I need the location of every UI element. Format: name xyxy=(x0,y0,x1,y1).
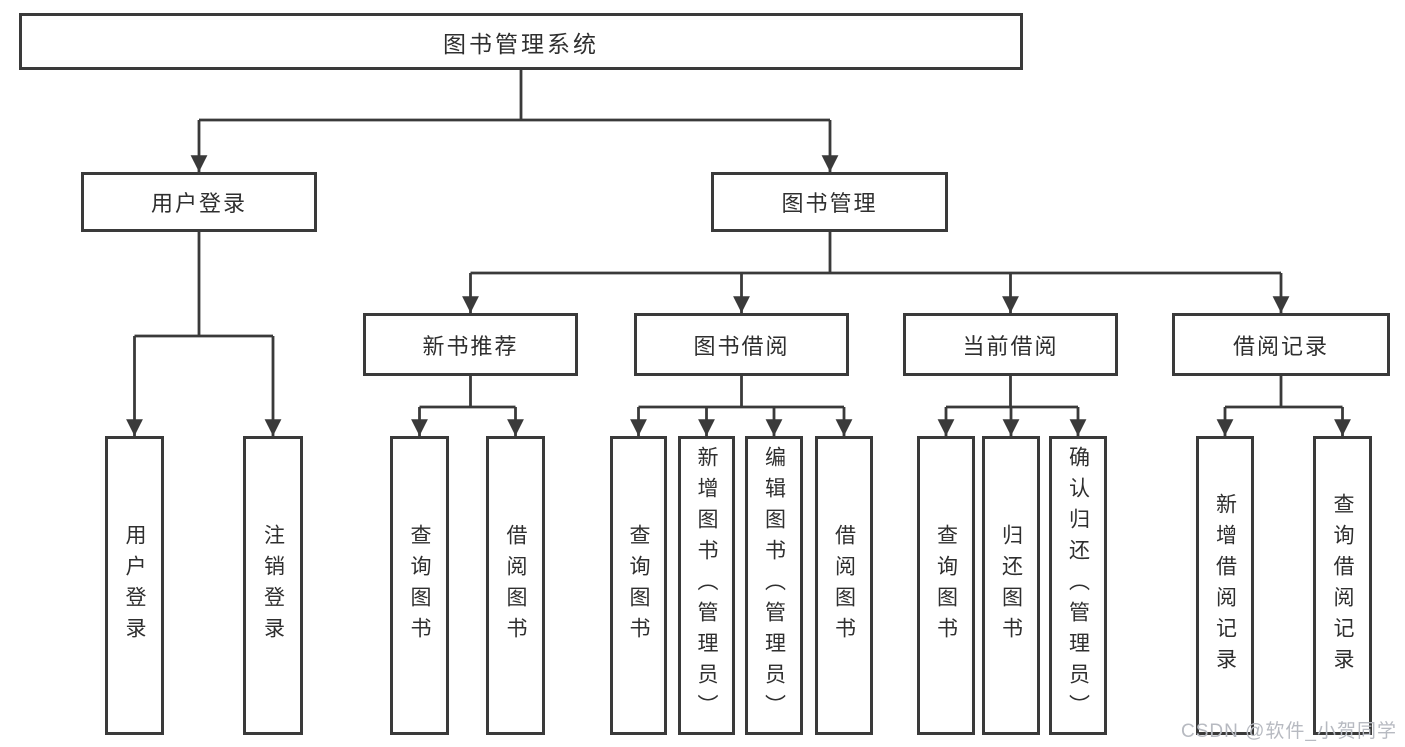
leaf-query-borrow-record: 查询借阅记录 xyxy=(1313,436,1372,735)
node-new-book-recommend-label: 新书推荐 xyxy=(422,333,519,359)
node-book-management-label: 图书管理 xyxy=(781,191,878,216)
leaf-add-borrow-record: 新增借阅记录 xyxy=(1196,436,1254,735)
leaf-logout-login: 注销登录 xyxy=(243,436,303,735)
leaf-add-books-admin: 新增图书（管理员） xyxy=(678,436,735,735)
node-book-management: 图书管理 xyxy=(711,172,948,232)
leaf-borrow-books: 借阅图书 xyxy=(815,436,873,735)
leaf-user-login: 用户登录 xyxy=(105,436,164,735)
leaf-borrow-books-recommend-label: 借阅图书 xyxy=(504,523,527,648)
leaf-query-books-recommend: 查询图书 xyxy=(390,436,449,735)
leaf-borrow-books-recommend: 借阅图书 xyxy=(486,436,545,735)
leaf-user-login-label: 用户登录 xyxy=(123,523,146,648)
node-book-borrow-label: 图书借阅 xyxy=(693,333,790,359)
leaf-query-borrow-record-label: 查询借阅记录 xyxy=(1331,492,1354,679)
node-user-login-branch: 用户登录 xyxy=(81,172,317,232)
leaf-query-books-current-label: 查询图书 xyxy=(934,523,958,648)
node-user-login-branch-label: 用户登录 xyxy=(150,191,247,216)
leaf-edit-books-admin: 编辑图书（管理员） xyxy=(745,436,803,735)
leaf-query-books-borrow-label: 查询图书 xyxy=(627,523,650,648)
leaf-return-books-label: 归还图书 xyxy=(999,523,1023,648)
leaf-confirm-return-admin: 确认归还（管理员） xyxy=(1049,436,1107,735)
leaf-add-books-admin-label: 新增图书（管理员） xyxy=(695,446,718,725)
leaf-query-books-recommend-label: 查询图书 xyxy=(408,523,431,648)
leaf-query-books-borrow: 查询图书 xyxy=(610,436,667,735)
node-current-borrow: 当前借阅 xyxy=(903,313,1118,376)
leaf-logout-login-label: 注销登录 xyxy=(261,523,285,648)
leaf-add-borrow-record-label: 新增借阅记录 xyxy=(1213,492,1237,679)
node-current-borrow-label: 当前借阅 xyxy=(962,333,1059,359)
node-library-system: 图书管理系统 xyxy=(19,13,1023,70)
node-borrow-records: 借阅记录 xyxy=(1172,313,1390,376)
leaf-return-books: 归还图书 xyxy=(982,436,1040,735)
leaf-query-books-current: 查询图书 xyxy=(917,436,975,735)
leaf-borrow-books-label: 借阅图书 xyxy=(832,523,856,648)
node-borrow-records-label: 借阅记录 xyxy=(1232,333,1329,359)
node-library-system-label: 图书管理系统 xyxy=(443,30,599,57)
node-book-borrow: 图书借阅 xyxy=(634,313,849,376)
leaf-confirm-return-admin-label: 确认归还（管理员） xyxy=(1066,446,1090,725)
node-new-book-recommend: 新书推荐 xyxy=(363,313,578,376)
leaf-edit-books-admin-label: 编辑图书（管理员） xyxy=(762,446,786,725)
csdn-watermark: CSDN @软件_小贺同学 xyxy=(1181,721,1397,742)
